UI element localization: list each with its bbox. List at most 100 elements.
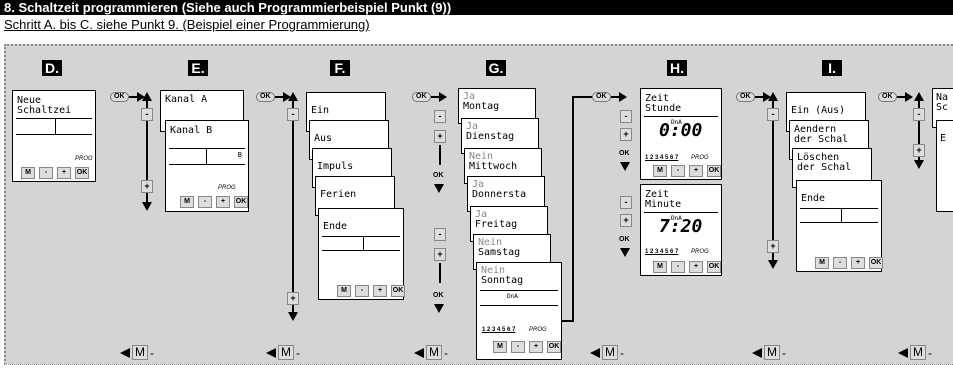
screen-text: Ja	[466, 121, 479, 132]
screen-new-program: Neue Schaltzei PROG M - + OK	[12, 90, 96, 182]
prog-label: PROG	[529, 327, 547, 333]
screen-text: Kanal A	[165, 94, 208, 105]
screen-text: Minute	[645, 199, 682, 210]
screen-text: Sonntag	[481, 275, 524, 286]
channel-indicator: B	[237, 151, 242, 159]
prog-label: PROG	[691, 155, 709, 161]
minus-button[interactable]: -	[833, 257, 847, 269]
ok-button[interactable]: OK	[75, 167, 89, 179]
minus-key: -	[434, 110, 446, 123]
arrow-line	[146, 100, 148, 202]
screen-text: Kanal B	[170, 125, 213, 136]
weekday-row: 1 2 3 4 5 6 7	[645, 155, 679, 161]
ok-button[interactable]: OK	[391, 285, 405, 297]
ok-arrow: OK	[412, 92, 447, 102]
screen-text: Schaltzei	[17, 105, 72, 116]
plus-button[interactable]: +	[529, 341, 543, 353]
plus-button[interactable]: +	[689, 165, 703, 177]
screen-text: Löschen	[797, 152, 840, 163]
ok-button[interactable]: OK	[707, 261, 721, 273]
plus-button[interactable]: +	[373, 285, 387, 297]
divider	[16, 118, 92, 119]
divider	[800, 208, 878, 209]
m-back-arrow: M-	[898, 345, 932, 360]
m-button[interactable]: M	[180, 196, 194, 208]
ok-button[interactable]: OK	[547, 341, 561, 353]
arrow-down-icon	[768, 260, 778, 269]
screen-text: Na	[936, 92, 949, 103]
screen-text: Ferien	[320, 189, 357, 200]
screen-time-minute: Zeit Minute DnA 7:20 1 2 3 4 5 6 7 PROG …	[640, 184, 722, 276]
screen-text: Neue	[17, 95, 42, 106]
screen-next-partial-back: E	[936, 120, 953, 212]
arrow-left-icon	[590, 347, 600, 358]
plus-button[interactable]: +	[216, 196, 230, 208]
minus-button[interactable]: -	[671, 165, 685, 177]
arrow-left-icon	[898, 347, 908, 358]
screen-text: Aus	[314, 133, 333, 144]
arrow-line	[292, 100, 294, 312]
plus-button[interactable]: +	[851, 257, 865, 269]
m-button[interactable]: M	[653, 165, 667, 177]
screen-text: Ja	[463, 91, 476, 102]
minus-key: -	[620, 196, 632, 209]
screen-channel-b: Kanal B B PROG M - + OK	[165, 120, 249, 212]
time-display: 7:20	[659, 216, 703, 237]
weekday-row: 1 2 3 4 5 6 7	[482, 327, 516, 333]
ok-arrow: OK	[878, 92, 913, 102]
arrow-down-icon	[620, 162, 630, 171]
ok-arrow: OK	[592, 92, 627, 102]
screen-text: Samstag	[478, 247, 521, 258]
ok-button[interactable]: OK	[234, 196, 248, 208]
dna-indicator: DnA	[671, 119, 682, 126]
m-button[interactable]: M	[337, 285, 351, 297]
ok-arrow: OK	[736, 92, 771, 102]
arrow-down-icon	[434, 304, 444, 313]
arrow-down-icon	[142, 202, 152, 211]
plus-key: +	[434, 130, 446, 143]
m-back-arrow: M-	[414, 345, 448, 360]
screen-text: Donnersta	[472, 189, 527, 200]
divider	[800, 222, 878, 223]
arrow-left-icon	[120, 347, 130, 358]
button-row: M - + OK	[21, 167, 89, 179]
minus-key: -	[287, 108, 299, 121]
m-button[interactable]: M	[21, 167, 35, 179]
screen-text: Ja	[475, 209, 488, 220]
arrow-down-icon	[434, 184, 444, 193]
m-button[interactable]: M	[493, 341, 507, 353]
divider	[16, 134, 92, 135]
minus-button[interactable]: -	[39, 167, 53, 179]
m-button[interactable]: M	[815, 257, 829, 269]
divider	[169, 164, 245, 165]
plus-key: +	[141, 180, 153, 193]
plus-key: +	[434, 248, 446, 261]
screen-text: Zeit	[645, 93, 670, 104]
plus-button[interactable]: +	[689, 261, 703, 273]
arrow-left-icon	[752, 347, 762, 358]
step-h-badge: H.	[667, 60, 687, 76]
arrow-left-icon	[266, 347, 276, 358]
minus-button[interactable]: -	[355, 285, 369, 297]
arrow-down-icon	[620, 248, 630, 257]
minus-button[interactable]: -	[198, 196, 212, 208]
ok-arrow: OK	[256, 92, 291, 102]
minus-key: -	[767, 108, 779, 121]
minus-button[interactable]: -	[671, 261, 685, 273]
step-f-badge: F.	[330, 60, 350, 76]
ok-arrow: OK	[110, 92, 145, 102]
plus-button[interactable]: +	[57, 167, 71, 179]
arrow-line	[439, 145, 441, 165]
ok-label: OK	[256, 92, 275, 102]
plus-key: +	[620, 128, 632, 141]
minus-button[interactable]: -	[511, 341, 525, 353]
ok-button[interactable]: OK	[869, 257, 883, 269]
m-button[interactable]: M	[653, 261, 667, 273]
divider	[169, 148, 245, 149]
screen-day-sonntag: Nein Sonntag DnA 1 2 3 4 5 6 7 PROG M - …	[476, 262, 562, 360]
button-row: M - + OK	[653, 261, 721, 273]
m-key: M	[278, 345, 294, 360]
ok-button[interactable]: OK	[707, 165, 721, 177]
step-g-badge: G.	[486, 60, 506, 76]
screen-text: Stunde	[645, 103, 682, 114]
